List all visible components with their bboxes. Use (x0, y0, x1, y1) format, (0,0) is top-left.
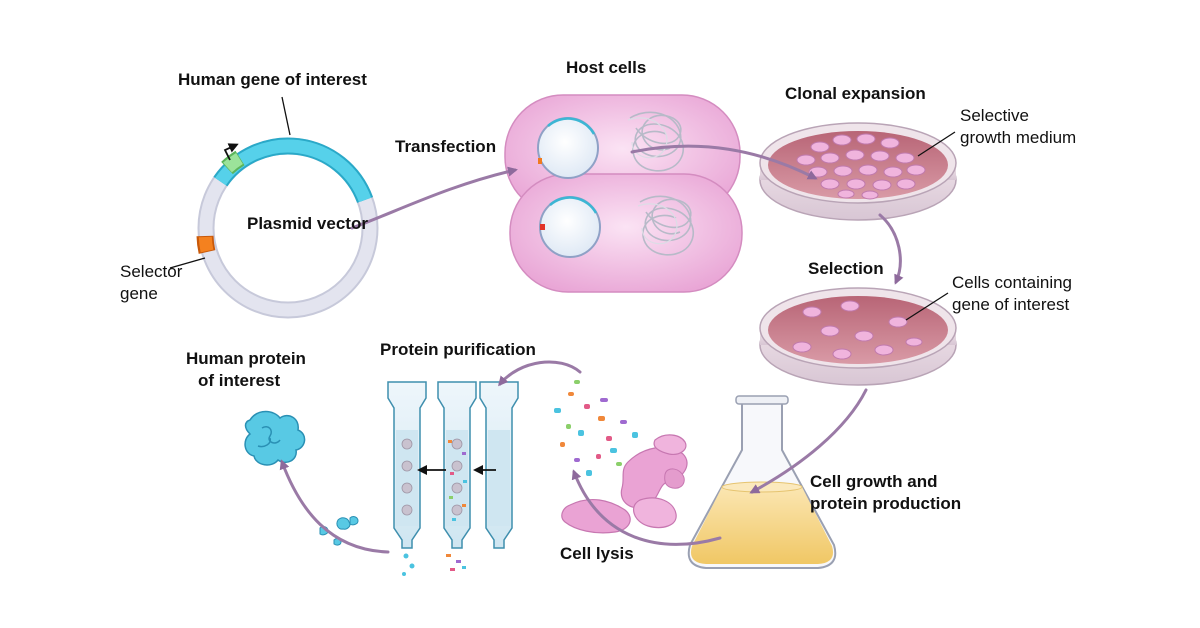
chromosomal-dna-icon (629, 111, 695, 256)
label-selector-gene-line1: Selector (120, 262, 183, 281)
arrow-to-lysis (571, 469, 722, 546)
label-clonal-expansion: Clonal expansion (785, 84, 926, 103)
label-selective-medium-line1: Selective (960, 106, 1029, 125)
label-selection: Selection (808, 259, 884, 278)
human-protein-icon (244, 410, 359, 546)
host-cells (504, 94, 743, 293)
label-protein-purification: Protein purification (380, 340, 536, 359)
arrow-to-selection (878, 213, 904, 285)
promoter-arrow-icon (223, 143, 239, 161)
label-transfection: Transfection (395, 137, 497, 156)
plasmid-vector (169, 96, 379, 319)
arrow-to-protein (279, 459, 390, 554)
arrow-transfection (350, 166, 518, 230)
cell-debris (554, 380, 638, 476)
label-cell-lysis: Cell lysis (560, 544, 634, 563)
petri-dish-clonal-expansion (759, 122, 957, 221)
label-cells-containing-line1: Cells containing (952, 273, 1073, 292)
label-cells-containing-line2: gene of interest (952, 295, 1070, 314)
label-human-gene-of-interest: Human gene of interest (178, 70, 367, 89)
arrow-to-flask (749, 388, 868, 494)
label-selective-medium-line2: growth medium (960, 128, 1077, 147)
label-host-cells: Host cells (566, 58, 647, 77)
lysed-cells (561, 434, 688, 534)
label-human-protein-line2: of interest (198, 371, 281, 390)
arrow-to-clonal-expansion (630, 144, 818, 180)
process-arrows (279, 144, 904, 554)
chromatography-columns (387, 381, 519, 576)
label-human-protein-line1: Human protein (186, 349, 306, 368)
label-cell-growth-line1: Cell growth and (810, 472, 938, 491)
label-plasmid-vector: Plasmid vector (247, 214, 368, 233)
arrow-to-purification (498, 360, 582, 387)
petri-dish-selection (759, 287, 957, 386)
label-cell-growth-line2: protein production (810, 494, 962, 513)
label-selector-gene-line2: gene (120, 284, 158, 303)
